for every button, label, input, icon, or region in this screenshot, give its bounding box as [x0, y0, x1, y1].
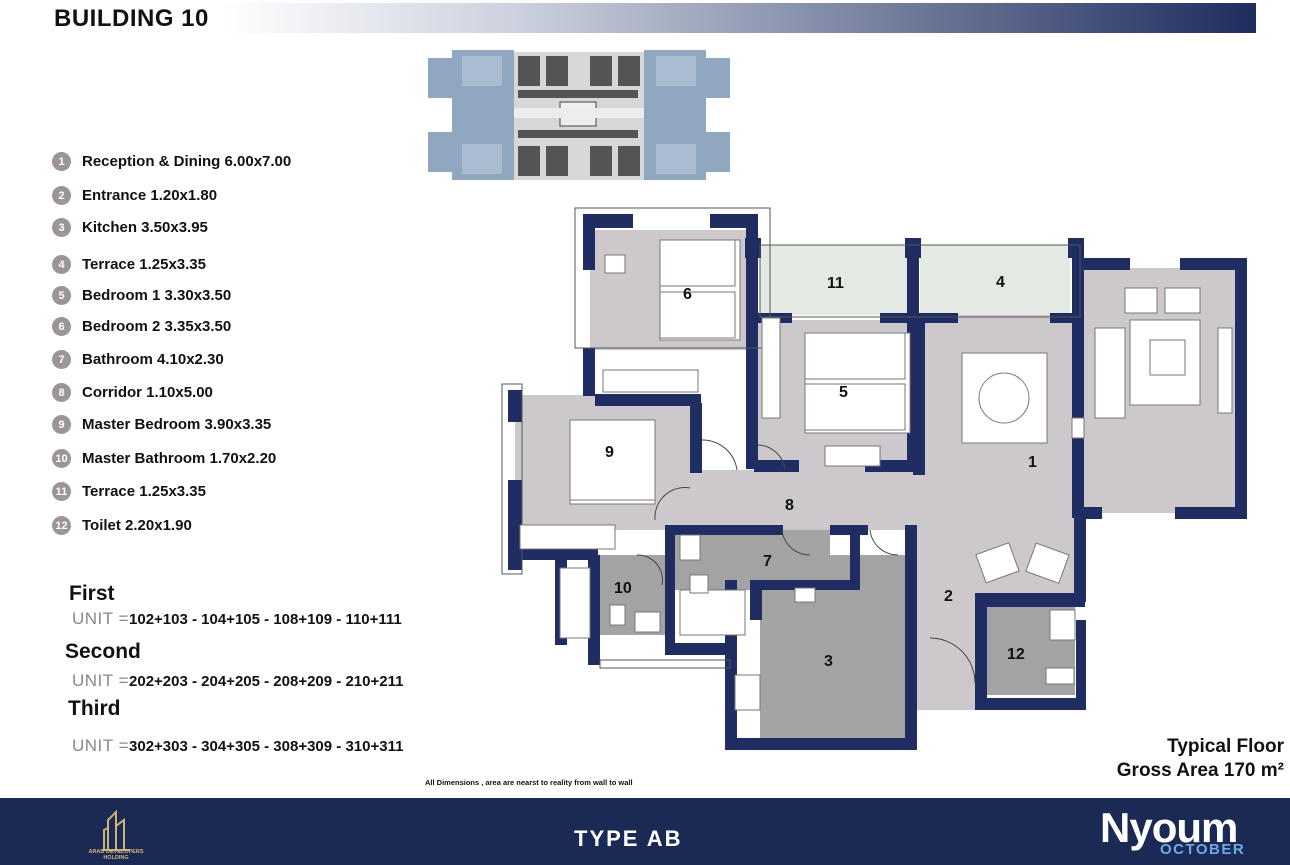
legend-text: Kitchen 3.50x3.95	[82, 219, 208, 236]
legend-number: 1	[52, 152, 71, 171]
legend-text: Bedroom 2 3.35x3.50	[82, 318, 232, 335]
furniture	[519, 239, 1233, 711]
legend-item: 7 Bathroom 4.10x2.30	[52, 350, 224, 369]
room-label-3: 3	[824, 653, 833, 670]
room-label-12: 12	[1007, 646, 1025, 663]
room-label-11: 11	[827, 275, 844, 292]
typical-floor-info: Typical Floor Gross Area 170 m²	[1117, 735, 1284, 783]
gross-area-label: Gross Area 170 m²	[1116, 760, 1284, 781]
unit-prefix: UNIT =	[72, 671, 130, 690]
brand-logo-text: Nyoum	[1100, 804, 1238, 851]
legend-text: Corridor 1.10x5.00	[82, 384, 213, 401]
legend-text: Bedroom 1 3.30x3.50	[82, 287, 232, 304]
room-label-10: 10	[614, 580, 632, 597]
legend-number: 8	[52, 383, 71, 402]
legend-item: 3 Kitchen 3.50x3.95	[52, 218, 208, 237]
legend-item: 4 Terrace 1.25x3.35	[52, 255, 206, 274]
unit-line: UNIT =102+103 - 104+105 - 108+109 - 110+…	[72, 609, 402, 629]
brand-logo-subtext: OCTOBER	[1160, 841, 1246, 858]
legend-item: 8 Corridor 1.10x5.00	[52, 383, 213, 402]
legend-text: Toilet 2.20x1.90	[82, 517, 192, 534]
legend-item: 12 Toilet 2.20x1.90	[52, 516, 192, 535]
legend-number: 3	[52, 218, 71, 237]
room-label-4: 4	[996, 274, 1005, 291]
room-label-9: 9	[605, 444, 614, 461]
legend-text: Terrace 1.25x3.35	[82, 256, 206, 273]
legend-text: Master Bedroom 3.90x3.35	[82, 416, 272, 433]
room-label-7: 7	[763, 553, 772, 570]
legend-item: 1 Reception & Dining 6.00x7.00	[52, 152, 291, 171]
room-label-6: 6	[683, 286, 692, 303]
window-lines	[501, 207, 1081, 669]
legend-number: 4	[52, 255, 71, 274]
floor-label: Second	[65, 640, 141, 663]
title-bar: BUILDING 10	[40, 3, 1256, 33]
room-label-1: 1	[1028, 454, 1037, 471]
legend-item: 6 Bedroom 2 3.35x3.50	[52, 317, 231, 336]
floor-label: First	[69, 582, 115, 605]
legend-text: Entrance 1.20x1.80	[82, 187, 218, 204]
unit-line: UNIT =202+203 - 204+205 - 208+209 - 210+…	[72, 671, 403, 691]
legend-number: 12	[52, 516, 71, 535]
legend-item: 11 Terrace 1.25x3.35	[52, 482, 206, 501]
floor-plan: 1 2 3 4 5 6 7 8 9 10 11 12	[501, 207, 1247, 750]
legend-text: Bathroom 4.10x2.30	[82, 351, 224, 368]
legend-text: Master Bathroom 1.70x2.20	[82, 450, 277, 467]
developer-name: ARAB DEVELOPERS HOLDING	[88, 849, 144, 861]
floor-label: Third	[68, 697, 121, 720]
room-label-2: 2	[944, 588, 953, 605]
room-label-8: 8	[785, 497, 794, 514]
legend-number: 5	[52, 286, 71, 305]
footer-bar: ARAB DEVELOPERS HOLDING TYPE AB Nyoum OC…	[0, 798, 1290, 865]
unit-type-label: TYPE AB	[574, 826, 683, 851]
key-plan-image	[422, 50, 736, 180]
legend-text: Reception & Dining 6.00x7.00	[82, 153, 292, 170]
door-swings	[636, 439, 976, 684]
legend-number: 7	[52, 350, 71, 369]
unit-prefix: UNIT =	[72, 736, 130, 755]
page-title: BUILDING 10	[54, 5, 209, 32]
legend-number: 11	[52, 482, 71, 501]
unit-values: 202+203 - 204+205 - 208+209 - 210+211	[129, 673, 404, 690]
typical-floor-label: Typical Floor	[1167, 736, 1284, 757]
unit-values: 302+303 - 304+305 - 308+309 - 310+311	[129, 738, 404, 755]
legend-item: 5 Bedroom 1 3.30x3.50	[52, 286, 231, 305]
legend-item: 10 Master Bathroom 1.70x2.20	[52, 449, 276, 468]
room-label-5: 5	[839, 384, 848, 401]
legend-number: 10	[52, 449, 71, 468]
room-floors	[515, 230, 1240, 740]
developer-logo	[102, 809, 130, 851]
dimensions-note: All Dimensions , area are nearst to real…	[425, 778, 633, 787]
unit-prefix: UNIT =	[72, 609, 130, 628]
unit-values: 102+103 - 104+105 - 108+109 - 110+111	[129, 611, 402, 628]
legend-item: 2 Entrance 1.20x1.80	[52, 186, 217, 205]
legend-number: 6	[52, 317, 71, 336]
legend-number: 9	[52, 415, 71, 434]
legend-text: Terrace 1.25x3.35	[82, 483, 206, 500]
room-labels: 1 2 3 4 5 6 7 8 9 10 11 12	[605, 274, 1037, 670]
legend-number: 2	[52, 186, 71, 205]
legend-item: 9 Master Bedroom 3.90x3.35	[52, 415, 271, 434]
unit-line: UNIT =302+303 - 304+305 - 308+309 - 310+…	[72, 736, 403, 756]
